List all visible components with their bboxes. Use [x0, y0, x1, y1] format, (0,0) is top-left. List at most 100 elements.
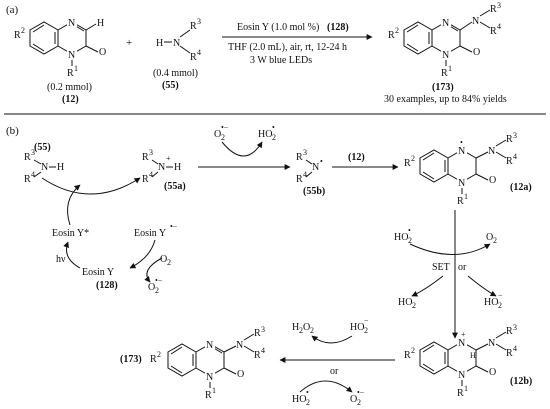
svg-text:HO: HO [350, 322, 364, 333]
eosin-ground: Eosin Y [82, 267, 114, 278]
svg-text:HO: HO [484, 297, 498, 308]
h-label: H [97, 18, 104, 29]
svg-text:1: 1 [464, 192, 468, 201]
conditions-arrow: Eosin Y (1.0 mol %) (128) THF (2.0 mL), … [222, 22, 373, 66]
r2-label: R [14, 30, 21, 41]
panel-b-label: (b) [6, 125, 19, 137]
svg-text:−: − [498, 291, 503, 300]
svg-text:N: N [488, 338, 495, 349]
product-id: (173) [432, 82, 454, 93]
svg-text:R: R [404, 158, 411, 169]
eosin-excited: Eosin Y* [52, 228, 89, 239]
svg-text:1: 1 [448, 64, 452, 73]
conditions-line1: Eosin Y (1.0 mol %) [237, 22, 319, 33]
svg-text:N: N [472, 16, 479, 27]
svg-text:2: 2 [167, 258, 171, 267]
svg-text:O: O [148, 282, 155, 293]
svg-text:N: N [236, 340, 243, 351]
svg-text:3: 3 [31, 148, 35, 157]
svg-text:2: 2 [411, 346, 415, 355]
svg-text:R: R [205, 390, 212, 401]
svg-text:N: N [442, 18, 449, 29]
set-label: SET [432, 262, 450, 273]
svg-text:N: N [41, 162, 48, 173]
svg-text:R: R [142, 152, 149, 163]
svg-text:1: 1 [74, 64, 78, 73]
svg-text:R: R [506, 134, 513, 145]
panel-a-label: (a) [6, 4, 19, 16]
svg-text:N: N [68, 50, 75, 61]
svg-text:2: 2 [395, 26, 399, 35]
svg-text:2: 2 [498, 301, 502, 310]
svg-text:3: 3 [149, 148, 153, 157]
svg-text:N: N [158, 162, 165, 173]
svg-text:or: or [458, 262, 467, 273]
svg-text:R: R [404, 350, 411, 361]
svg-text:R: R [254, 328, 261, 339]
svg-text:2: 2 [21, 26, 25, 35]
svg-text:2: 2 [357, 398, 361, 407]
svg-text:•: • [272, 123, 275, 132]
svg-text:R: R [441, 68, 448, 79]
svg-text:4: 4 [497, 22, 501, 31]
svg-text:R: R [490, 4, 497, 15]
svg-text:R: R [506, 326, 513, 337]
svg-text:+: + [166, 154, 171, 163]
svg-text:or: or [330, 366, 339, 377]
svg-text:R: R [457, 196, 464, 207]
svg-text:R: R [24, 152, 31, 163]
svg-text:2: 2 [221, 133, 225, 142]
plus-sign: + [126, 37, 132, 49]
svg-text:•: • [320, 157, 323, 166]
svg-text:1: 1 [464, 384, 468, 393]
svg-text:2: 2 [306, 398, 310, 407]
svg-text:2: 2 [411, 154, 415, 163]
svg-text:(128): (128) [96, 280, 118, 291]
svg-text:R: R [142, 174, 149, 185]
svg-text:H: H [292, 322, 299, 333]
svg-text:•−: •− [170, 222, 178, 231]
eosin-reduced: Eosin Y [134, 228, 166, 239]
svg-text:N: N [458, 146, 465, 157]
svg-text:2: 2 [157, 350, 161, 359]
svg-text:R: R [296, 152, 303, 163]
svg-text:R: R [490, 26, 497, 37]
svg-text:3: 3 [513, 323, 517, 332]
r1-label: R [67, 68, 74, 79]
svg-text:4: 4 [261, 346, 265, 355]
svg-text:R: R [254, 350, 261, 361]
svg-text:2: 2 [408, 236, 412, 245]
svg-text:R: R [457, 388, 464, 399]
light-label: hν [56, 254, 66, 265]
svg-text:•−: •− [221, 123, 229, 132]
svg-text:4: 4 [513, 152, 517, 161]
svg-text:2: 2 [364, 326, 368, 335]
conditions-line2: THF (2.0 mL), air, rt, 12-24 h [228, 42, 347, 53]
svg-text:2: 2 [493, 236, 497, 245]
o-label: O [99, 47, 106, 58]
svg-text:HO: HO [398, 297, 412, 308]
svg-text:H: H [174, 162, 181, 173]
svg-text:N: N [206, 372, 213, 383]
svg-text:−: − [412, 291, 417, 300]
reactant1-amount: (0.2 mmol) [47, 82, 92, 93]
svg-text:N: N [458, 178, 465, 189]
svg-text:•: • [460, 138, 463, 147]
svg-text:(55a): (55a) [164, 181, 186, 192]
svg-text:R: R [150, 354, 157, 365]
svg-text:O: O [473, 47, 480, 58]
svg-text:N: N [206, 340, 213, 351]
svg-text:•: • [306, 388, 309, 397]
reactant-amine: H N R 3 R 4 (0.4 mmol) (55) [153, 17, 201, 91]
svg-text:HO: HO [394, 232, 408, 243]
svg-text:•−: •− [155, 276, 163, 285]
